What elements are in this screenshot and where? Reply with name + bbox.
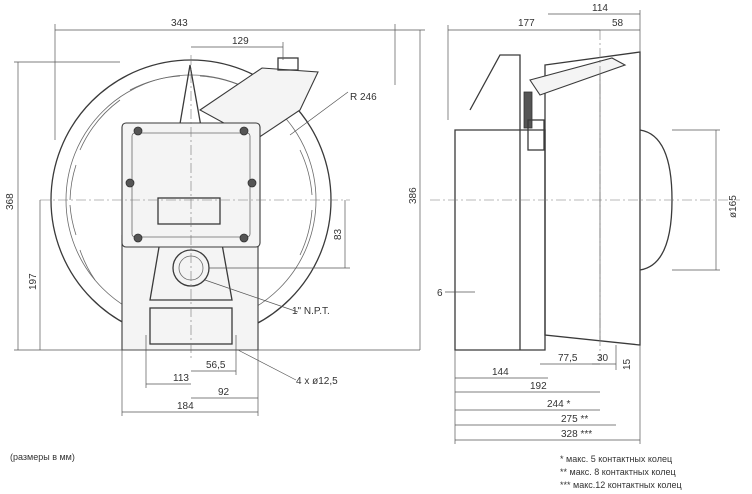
dim-197-label: 197	[28, 273, 39, 290]
dim-6-label: 6	[437, 288, 443, 299]
front-view: 343 129 368 197 R 246 83 386 1" N.P.T. 4…	[5, 18, 425, 416]
dim-368-label: 368	[5, 193, 16, 210]
thread-leader	[204, 279, 299, 313]
dim-30-label: 30	[597, 353, 609, 364]
dim-diam165-label: ø165	[728, 195, 739, 218]
side-box	[527, 119, 545, 151]
footnote-1: * макс. 5 контактных колец	[560, 454, 672, 464]
side-drum	[544, 51, 641, 346]
dim-129-label: 129	[232, 36, 249, 47]
footnote-3: *** макс.12 контактных колец	[560, 480, 682, 490]
dim-92-label: 92	[218, 387, 230, 398]
box-screw-tl	[133, 126, 143, 136]
dim-244-label: 244 *	[547, 399, 570, 410]
box-screw-tr	[239, 126, 249, 136]
side-base	[454, 129, 546, 351]
dim-184-label: 184	[177, 401, 194, 412]
dim-177-label: 177	[518, 18, 535, 29]
nameplate	[157, 197, 221, 225]
dim-83-label: 83	[333, 228, 344, 240]
dim-56-5-label: 56,5	[206, 360, 226, 371]
dim-114-label: 114	[592, 3, 608, 14]
side-guide-arm	[529, 57, 627, 96]
dim-113-label: 113	[173, 373, 189, 384]
dim-275-label: 275 **	[561, 414, 588, 425]
dim-58-label: 58	[612, 18, 624, 29]
box-screw-bl	[133, 233, 143, 243]
box-screw-mr	[247, 178, 257, 188]
dim-328-label: 328 ***	[561, 429, 592, 440]
thread-label: 1" N.P.T.	[292, 306, 330, 317]
stand-body	[121, 235, 259, 351]
dim-386-label: 386	[408, 187, 419, 204]
guide-arm-tip	[277, 57, 299, 71]
dim-77-5-label: 77,5	[558, 353, 578, 364]
dim-radius-label: R 246	[350, 92, 377, 103]
units-note: (размеры в мм)	[10, 452, 75, 462]
holes-label: 4 x ø12,5	[296, 376, 338, 387]
box-screw-ml	[125, 178, 135, 188]
dim-15-label: 15	[622, 358, 633, 370]
side-view: 177 114 58 ø165 6 77,5 30 15 144 192 244…	[430, 3, 740, 444]
box-screw-br	[239, 233, 249, 243]
holes-leader	[237, 349, 297, 381]
dim-144-label: 144	[492, 367, 509, 378]
dim-192-label: 192	[530, 381, 547, 392]
dim-line-radius	[289, 91, 349, 136]
footnote-2: ** макс. 8 контактных колец	[560, 467, 676, 477]
dim-width-label: 343	[171, 18, 188, 29]
side-frame	[469, 54, 521, 350]
